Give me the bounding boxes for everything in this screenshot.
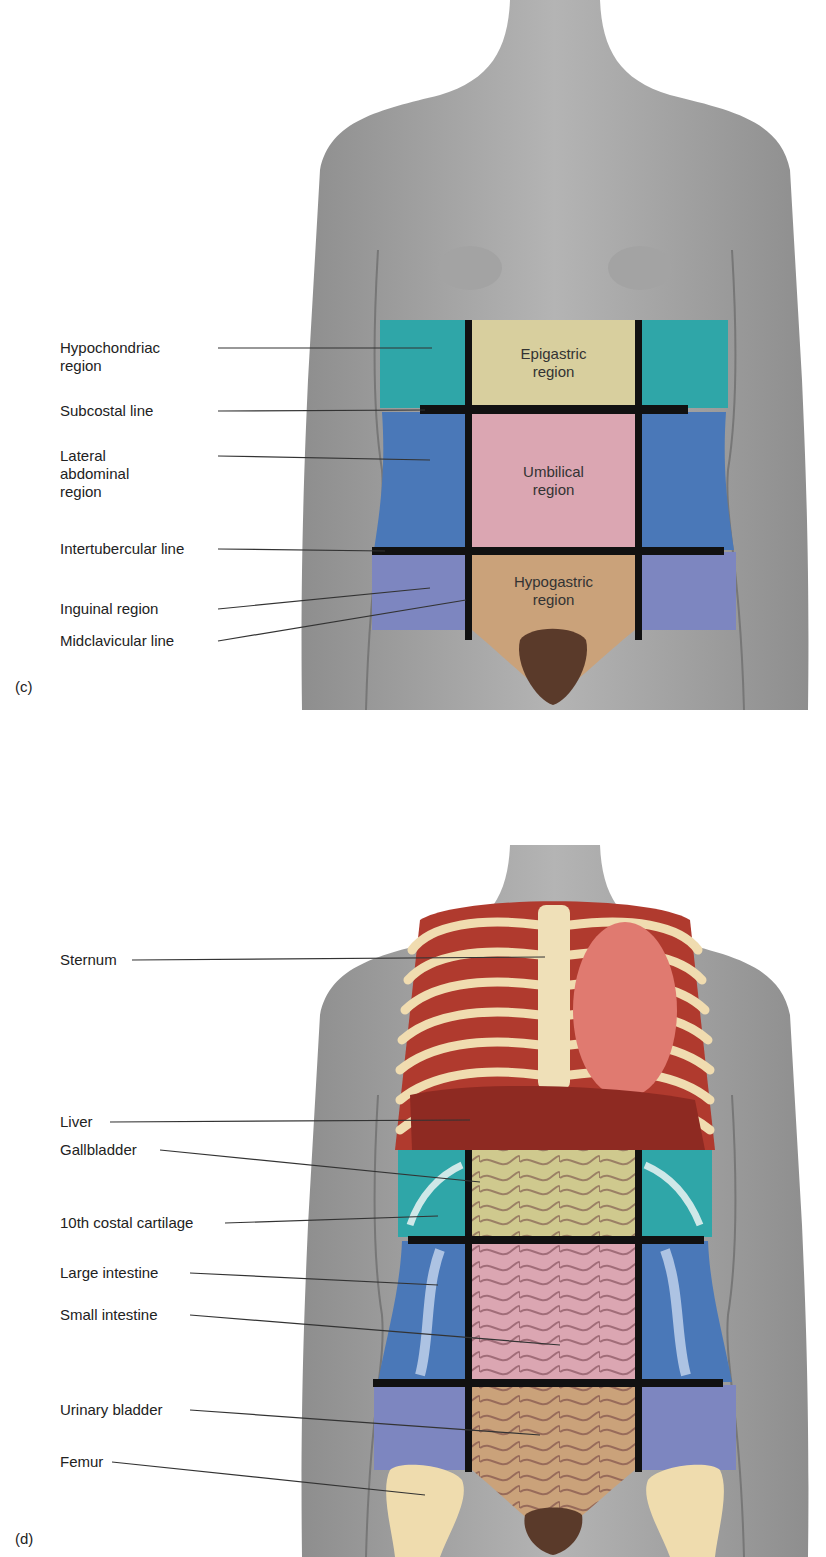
part-label: Lateral abdominal region bbox=[60, 447, 145, 501]
abdominal-regions bbox=[372, 320, 736, 705]
part-label: Small intestine bbox=[60, 1306, 158, 1324]
body-silhouette bbox=[302, 845, 809, 1557]
part-label: (d) bbox=[15, 1530, 33, 1548]
ribcage bbox=[395, 901, 715, 1150]
part-label: Hypochondriac region bbox=[60, 339, 175, 375]
abdominal-regions bbox=[373, 1150, 736, 1557]
part-label: Midclavicular line bbox=[60, 632, 175, 650]
part-label: Large intestine bbox=[60, 1264, 158, 1282]
part-label: 10th costal cartilage bbox=[60, 1214, 193, 1232]
region-box: Umbilical region bbox=[472, 414, 635, 547]
region-box: Hypogastric region bbox=[472, 555, 635, 627]
body-silhouette bbox=[302, 0, 809, 710]
leader-lines bbox=[110, 348, 560, 1495]
part-label: Gallbladder bbox=[60, 1141, 137, 1159]
part-label: Liver bbox=[60, 1113, 93, 1131]
part-label: Intertubercular line bbox=[60, 540, 185, 558]
part-label: Subcostal line bbox=[60, 402, 153, 420]
part-label: (c) bbox=[15, 678, 33, 696]
region-name: Hypogastric region bbox=[504, 573, 604, 609]
part-label: Sternum bbox=[60, 951, 117, 969]
part-label: Urinary bladder bbox=[60, 1401, 163, 1419]
region-name: Epigastric region bbox=[504, 345, 604, 381]
part-label: Femur bbox=[60, 1453, 103, 1471]
region-name: Umbilical region bbox=[504, 463, 604, 499]
region-box: Epigastric region bbox=[472, 320, 635, 405]
part-label: Inguinal region bbox=[60, 600, 158, 618]
